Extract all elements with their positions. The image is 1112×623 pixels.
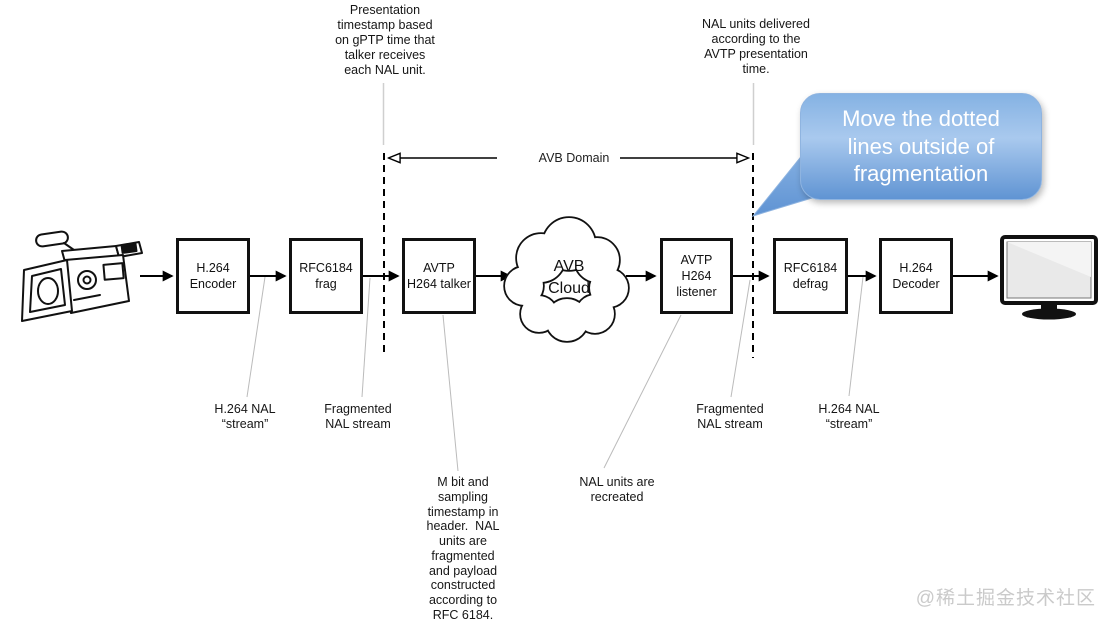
node-h264-decoder: H.264 Decoder <box>879 238 953 314</box>
node-avtp-h264-talker: AVTP H264 talker <box>402 238 476 314</box>
speech-bubble-callout: Move the dotted lines outside of fragmen… <box>800 93 1042 200</box>
avb-domain-label: AVB Domain <box>538 151 610 165</box>
annotation-h264-nal-stream-left: H.264 NAL “stream” <box>214 402 276 431</box>
annotation-nal-recreated: NAL units are recreated <box>579 475 655 504</box>
annotation-presentation-timestamp: Presentation timestamp based on gPTP tim… <box>335 3 435 77</box>
leader-line <box>382 83 755 145</box>
cloud-shape <box>503 216 630 343</box>
leader-line <box>246 276 864 472</box>
annotation-fragmented-nal-right: Fragmented NAL stream <box>696 402 764 431</box>
monitor-icon <box>1000 235 1098 320</box>
annotation-nal-delivered: NAL units delivered according to the AVT… <box>702 17 810 76</box>
node-avtp-h264-listener: AVTP H264 listener <box>660 238 733 314</box>
annotation-fragmented-nal-left: Fragmented NAL stream <box>324 402 392 431</box>
video-camera-icon <box>21 230 143 322</box>
node-rfc6184-frag: RFC6184 frag <box>289 238 363 314</box>
node-avb-cloud-label: AVB Cloud <box>548 258 590 297</box>
node-h264-encoder: H.264 Encoder <box>176 238 250 314</box>
node-rfc6184-defrag: RFC6184 defrag <box>773 238 848 314</box>
annotation-m-bit: M bit and sampling timestamp in header. … <box>426 475 500 622</box>
annotation-h264-nal-stream-right: H.264 NAL “stream” <box>818 402 880 431</box>
watermark: @稀土掘金技术社区 <box>915 588 1096 609</box>
